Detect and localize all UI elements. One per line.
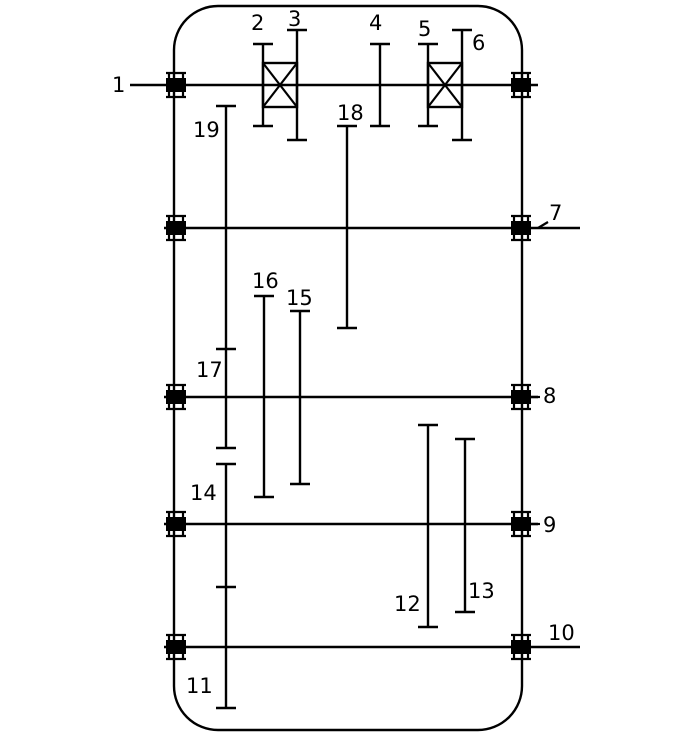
label-4: 4 [369,11,382,35]
bearing-left-3 [166,383,186,411]
bearing-right-2 [511,214,531,242]
label-9: 9 [543,513,556,537]
gear-5 [418,42,438,128]
gear-6 [452,28,472,142]
label-3: 3 [288,7,301,31]
label-2: 2 [251,11,264,35]
label-12: 12 [394,592,421,616]
bearing-left-2 [166,214,186,242]
gear-18 [337,124,357,330]
label-10: 10 [548,621,575,645]
bearing-right-5 [511,633,531,661]
gear-16 [254,294,274,499]
gear-12 [418,423,438,629]
gear-14-11 [216,462,236,710]
bearing-left-4 [166,510,186,538]
label-7: 7 [549,201,562,225]
label-14: 14 [190,481,217,505]
label-16: 16 [252,269,279,293]
bearing-right-4 [511,510,531,538]
housing-outline [172,4,524,732]
gear-4 [370,42,390,128]
label-6: 6 [472,31,485,55]
label-15: 15 [286,286,313,310]
gear-3 [287,28,307,142]
gear-13 [455,437,475,614]
leader-7 [537,221,549,229]
gear-19-17 [216,104,236,450]
gear-2 [253,42,273,128]
label-13: 13 [468,579,495,603]
label-17: 17 [196,358,223,382]
gear-15 [290,309,310,486]
label-18: 18 [337,101,364,125]
label-5: 5 [418,17,431,41]
label-19: 19 [193,118,220,142]
bearing-right-1 [511,71,531,99]
bearing-left-1 [166,71,186,99]
label-8: 8 [543,384,556,408]
label-11: 11 [186,674,213,698]
label-1: 1 [112,73,125,97]
bearing-left-5 [166,633,186,661]
